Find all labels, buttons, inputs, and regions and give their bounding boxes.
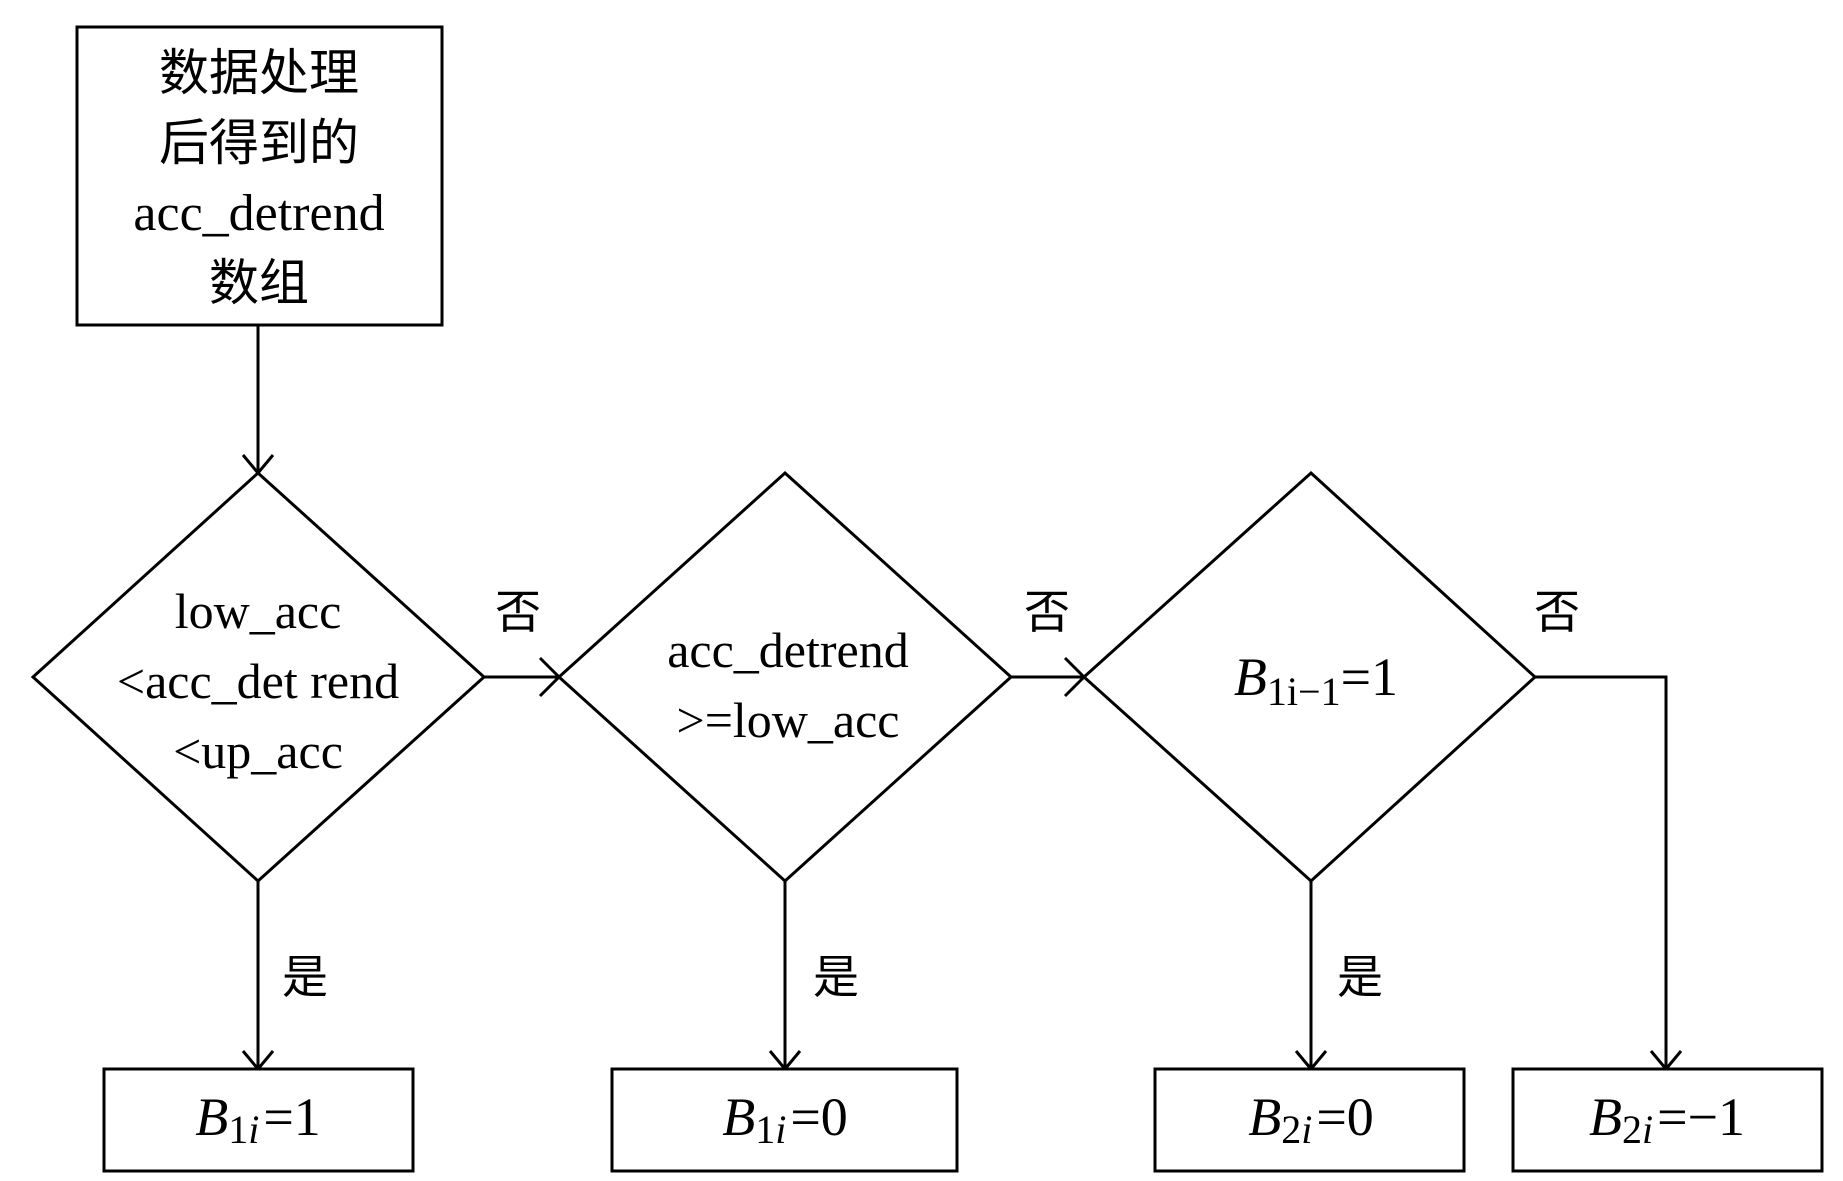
edge-d1-to-o1: 是 (241, 881, 328, 1072)
outcome-4: B2i=−1 (1511, 1067, 1824, 1173)
outcome-3: B2i=0 (1153, 1067, 1466, 1173)
edge-label-yes-1: 是 (282, 950, 328, 1004)
decision-1: low_acc <acc_det rend <up_acc (30, 470, 487, 884)
edge-d2-to-d3: 否 (1011, 585, 1087, 698)
outcome-1-sub-num: 1 (228, 1107, 248, 1152)
outcome-2-box (610, 1067, 959, 1173)
outcome-4-box (1511, 1067, 1824, 1173)
outcome-4-sub-num: 2 (1622, 1107, 1642, 1152)
start-line-1: 数据处理 (159, 44, 359, 102)
start-line-4: 数组 (209, 254, 309, 312)
outcome-2: B1i=0 (610, 1067, 959, 1173)
edge-d3-to-o4: 否 (1534, 585, 1683, 1072)
edge-label-yes-3: 是 (1337, 950, 1383, 1004)
outcome-1-box (102, 1067, 415, 1173)
outcome-3-box (1153, 1067, 1466, 1173)
outcome-4-rhs: =−1 (1657, 1087, 1745, 1147)
edge-label-yes-2: 是 (813, 950, 859, 1004)
outcome-3-rhs: =0 (1316, 1087, 1373, 1147)
outcome-3-expression: B2i=0 (1248, 1087, 1374, 1152)
outcome-1-rhs: =1 (263, 1087, 320, 1147)
decision-3: B1i−1=1 (1081, 470, 1538, 884)
edge-start-to-d1 (241, 325, 275, 476)
edge-label-no-2: 否 (1024, 585, 1070, 639)
outcome-2-sub-it: i (775, 1107, 786, 1152)
start-node: 数据处理 后得到的 acc_detrend 数组 (75, 25, 444, 327)
decision-3-expression: B1i−1=1 (1234, 647, 1398, 714)
outcome-2-expression: B1i=0 (722, 1087, 848, 1152)
decision-3-sub: 1i−1 (1267, 669, 1341, 714)
outcome-3-sub-num: 2 (1281, 1107, 1301, 1152)
start-box (75, 25, 444, 327)
outcome-1-sub-it: i (248, 1107, 259, 1152)
decision-1-line-2: <acc_det rend (117, 653, 399, 709)
outcome-4-sub-it: i (1642, 1107, 1653, 1152)
outcome-1: B1i=1 (102, 1067, 415, 1173)
outcome-1-var: B (195, 1087, 228, 1147)
decision-3-rhs: =1 (1341, 647, 1398, 707)
edge-label-no-3: 否 (1534, 585, 1580, 639)
decision-1-line-1: low_acc (175, 583, 342, 639)
outcome-2-rhs: =0 (790, 1087, 847, 1147)
outcome-2-var: B (722, 1087, 755, 1147)
outcome-1-expression: B1i=1 (195, 1087, 321, 1152)
outcome-3-var: B (1248, 1087, 1281, 1147)
decision-3-var: B (1234, 647, 1267, 707)
edge-d3-to-o3: 是 (1294, 881, 1383, 1072)
outcome-3-sub-it: i (1301, 1107, 1312, 1152)
decision-2-line-1: acc_detrend (667, 622, 909, 678)
decision-1-line-3: <up_acc (173, 723, 343, 779)
edge-d2-to-o2: 是 (768, 881, 859, 1072)
start-line-2: 后得到的 (159, 114, 359, 172)
edge-label-no-1: 否 (495, 585, 541, 639)
edge-d1-to-d2: 否 (484, 585, 562, 698)
outcome-2-sub-num: 1 (755, 1107, 775, 1152)
decision-2-line-2: >=low_acc (677, 692, 900, 748)
start-line-3: acc_detrend (133, 185, 384, 242)
outcome-4-var: B (1589, 1087, 1622, 1147)
decision-2: acc_detrend >=low_acc (556, 470, 1014, 884)
outcome-4-expression: B2i=−1 (1589, 1087, 1745, 1152)
